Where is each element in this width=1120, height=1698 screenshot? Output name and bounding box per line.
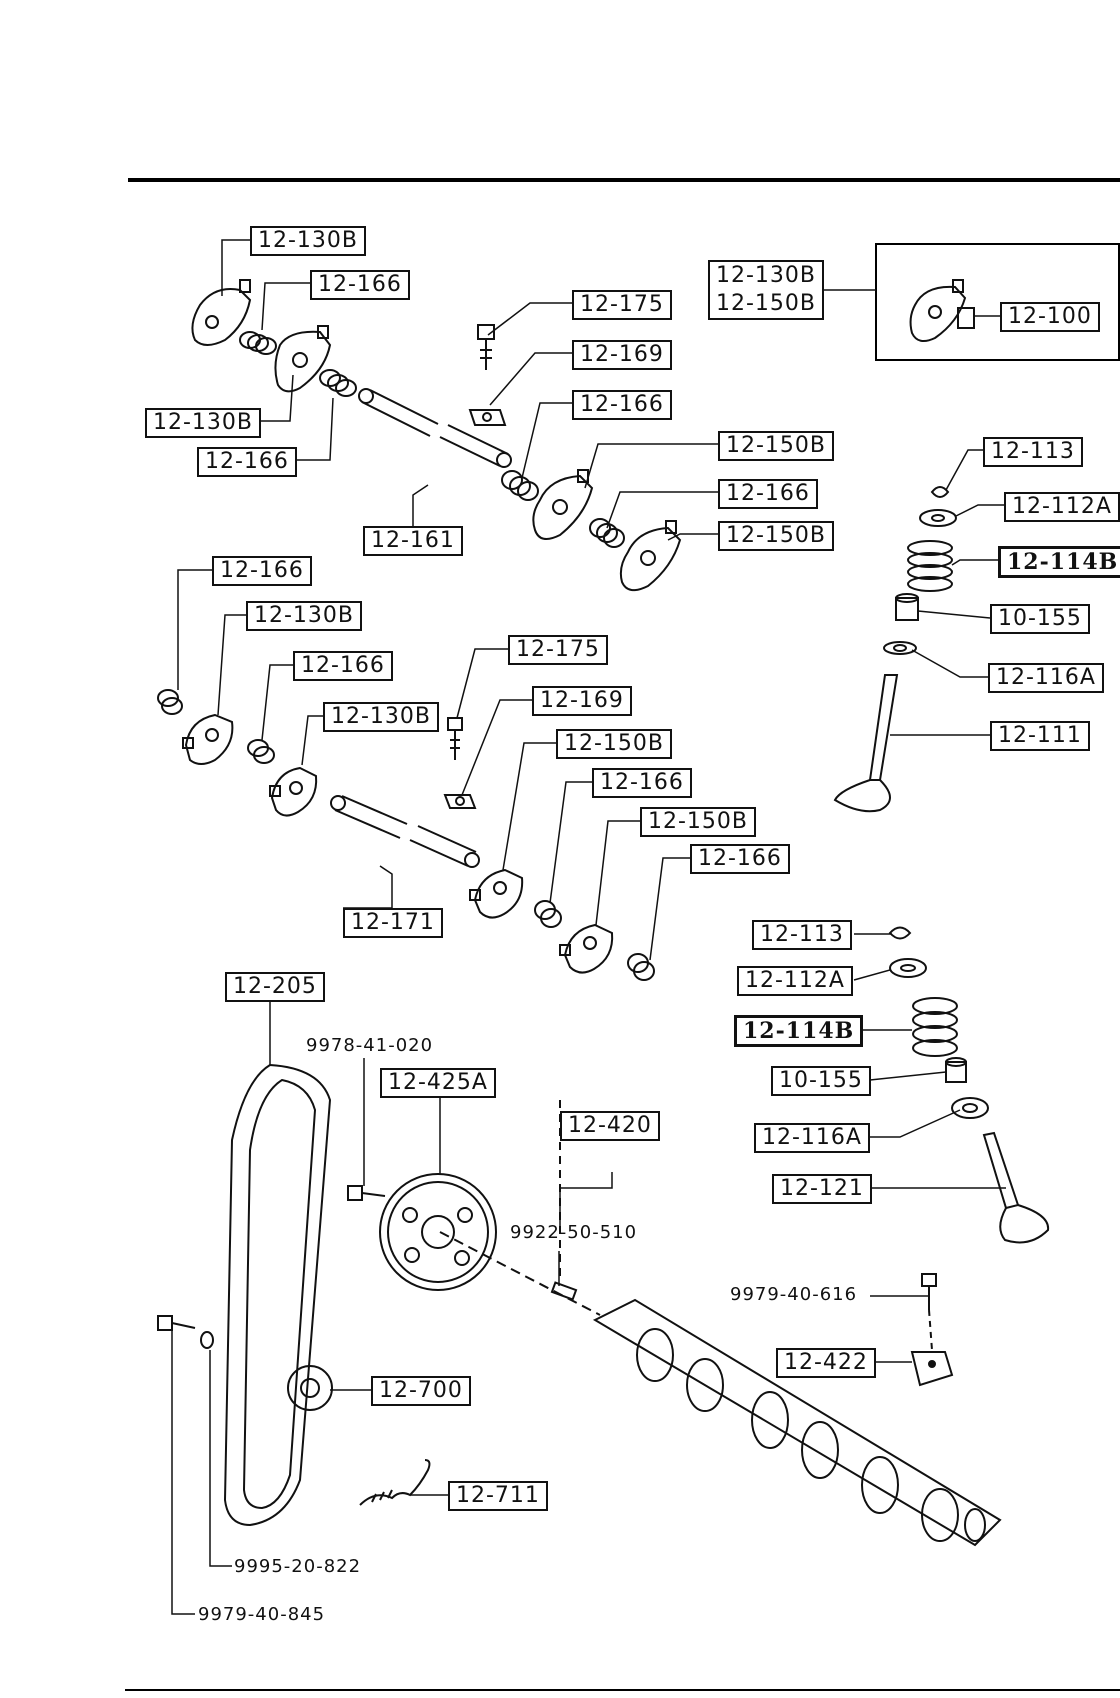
camshaft: [595, 1300, 1000, 1545]
callout-12-150b: 12-150B: [716, 291, 817, 316]
callout-12-150b: 12-150B: [718, 431, 835, 461]
callout-12-113: 12-113: [752, 920, 852, 950]
sprocket-bolt: [348, 1186, 385, 1200]
callout-12-166: 12-166: [718, 479, 818, 509]
callout-12-700: 12-700: [371, 1376, 471, 1406]
bracket-bolt: [922, 1274, 936, 1310]
spring-seat-upper: [920, 510, 956, 526]
bolt-upper: [478, 325, 494, 370]
callout-12-130b: 12-130B: [716, 263, 817, 288]
valve-spring-lower: [913, 998, 957, 1056]
rocker-arm-upper-2: [275, 326, 330, 391]
callout-12-205: 12-205: [225, 972, 325, 1002]
callout-12-169: 12-169: [572, 340, 672, 370]
tensioner-spring: [360, 1460, 429, 1505]
callout-12-166: 12-166: [212, 556, 312, 586]
inset-box: [876, 244, 1119, 360]
callout-12-171: 12-171: [343, 908, 443, 938]
tensioner-washer: [201, 1332, 213, 1348]
callout-12-116a: 12-116A: [754, 1123, 870, 1153]
callout-12-161: 12-161: [363, 526, 463, 556]
tensioner-pulley: [288, 1366, 332, 1410]
leader-lines: [172, 240, 1006, 1614]
spring-upper-4: [590, 519, 624, 547]
callout-12-175: 12-175: [572, 290, 672, 320]
cam-axis-dashed: [440, 1232, 600, 1315]
spring-upper-1: [240, 332, 276, 354]
dowel-pin: [552, 1283, 576, 1300]
spring-lower-4: [628, 954, 654, 980]
spring-upper-2: [320, 370, 356, 396]
washer-upper: [470, 410, 505, 425]
rocker-arm-lower-2: [270, 768, 316, 816]
callout-12-150b: 12-150B: [640, 807, 757, 837]
valve-spring-upper: [908, 541, 952, 591]
callout-12-130b: 12-130B: [145, 408, 262, 438]
valve-seat-lower: [952, 1098, 988, 1118]
callout-12-169: 12-169: [532, 686, 632, 716]
callout-12-166: 12-166: [197, 447, 297, 477]
callout-12-420: 12-420: [560, 1111, 660, 1141]
rocker-shaft-upper: [359, 389, 511, 467]
callout-12-150b: 12-150B: [718, 521, 835, 551]
callout-12-422: 12-422: [776, 1348, 876, 1378]
valve-seal-upper: [896, 594, 918, 620]
timing-belt: [225, 1065, 330, 1525]
valve-lower: [984, 1133, 1048, 1242]
callout-12-166: 12-166: [592, 768, 692, 798]
valve-keeper-lower: [890, 928, 910, 939]
rocker-arm-upper-1: [192, 280, 250, 345]
valve-upper: [835, 675, 897, 811]
part-number-9995-20-822: 9995-20-822: [234, 1556, 362, 1577]
callout-12-150b: 12-150B: [556, 729, 673, 759]
part-number-9922-50-510: 9922-50-510: [510, 1222, 638, 1243]
spring-lower-3: [535, 901, 561, 927]
callout-12-112a: 12-112A: [737, 966, 853, 996]
rocker-arm-lower-4: [560, 925, 612, 973]
callout-12-121: 12-121: [772, 1174, 872, 1204]
callout-12-130b: 12-130B: [323, 702, 440, 732]
part-number-9979-40-616: 9979-40-616: [730, 1284, 858, 1305]
callout-12-166: 12-166: [310, 270, 410, 300]
callout-12-425a: 12-425A: [380, 1068, 496, 1098]
callout-12-711: 12-711: [448, 1481, 548, 1511]
callout-12-175: 12-175: [508, 635, 608, 665]
callout-12-130b: 12-130B: [246, 601, 363, 631]
callout-10-155: 10-155: [771, 1066, 871, 1096]
callout-12-116a: 12-116A: [988, 663, 1104, 693]
callout-12-114b: 12-114B: [734, 1015, 864, 1047]
part-number-9979-40-845: 9979-40-845: [198, 1604, 326, 1625]
tensioner-bolt: [158, 1316, 195, 1330]
washer-lower: [445, 795, 475, 808]
callout-10-155: 10-155: [990, 604, 1090, 634]
rocker-arm-inset: [911, 280, 974, 341]
spring-lower-2: [248, 740, 274, 763]
part-number-9978-41-020: 9978-41-020: [306, 1035, 434, 1056]
callout-12-166: 12-166: [293, 651, 393, 681]
callout-12-130b-inset-header: 12-130B 12-150B: [708, 260, 825, 320]
callout-12-112a: 12-112A: [1004, 492, 1120, 522]
spring-seat-lower: [890, 959, 926, 977]
callout-12-113: 12-113: [983, 437, 1083, 467]
valve-keeper-upper: [932, 487, 948, 497]
rocker-arm-upper-4: [621, 521, 680, 590]
callout-12-166: 12-166: [690, 844, 790, 874]
camshaft-bracket: [912, 1310, 952, 1385]
valve-seat-upper: [884, 642, 916, 654]
callout-12-130b: 12-130B: [250, 226, 367, 256]
rocker-arm-lower-1: [183, 715, 232, 764]
valve-seal-lower: [946, 1058, 966, 1082]
spring-lower-1: [158, 690, 182, 714]
camshaft-sprocket: [380, 1174, 496, 1290]
callout-12-111: 12-111: [990, 721, 1090, 751]
rocker-arm-upper-3: [533, 470, 592, 539]
callout-12-100: 12-100: [1000, 302, 1100, 332]
callout-12-166: 12-166: [572, 390, 672, 420]
callout-12-114b: 12-114B: [998, 546, 1120, 578]
spring-upper-3: [502, 471, 538, 500]
bolt-lower: [448, 718, 462, 760]
rocker-shaft-lower: [331, 796, 479, 867]
rocker-arm-lower-3: [470, 870, 522, 918]
